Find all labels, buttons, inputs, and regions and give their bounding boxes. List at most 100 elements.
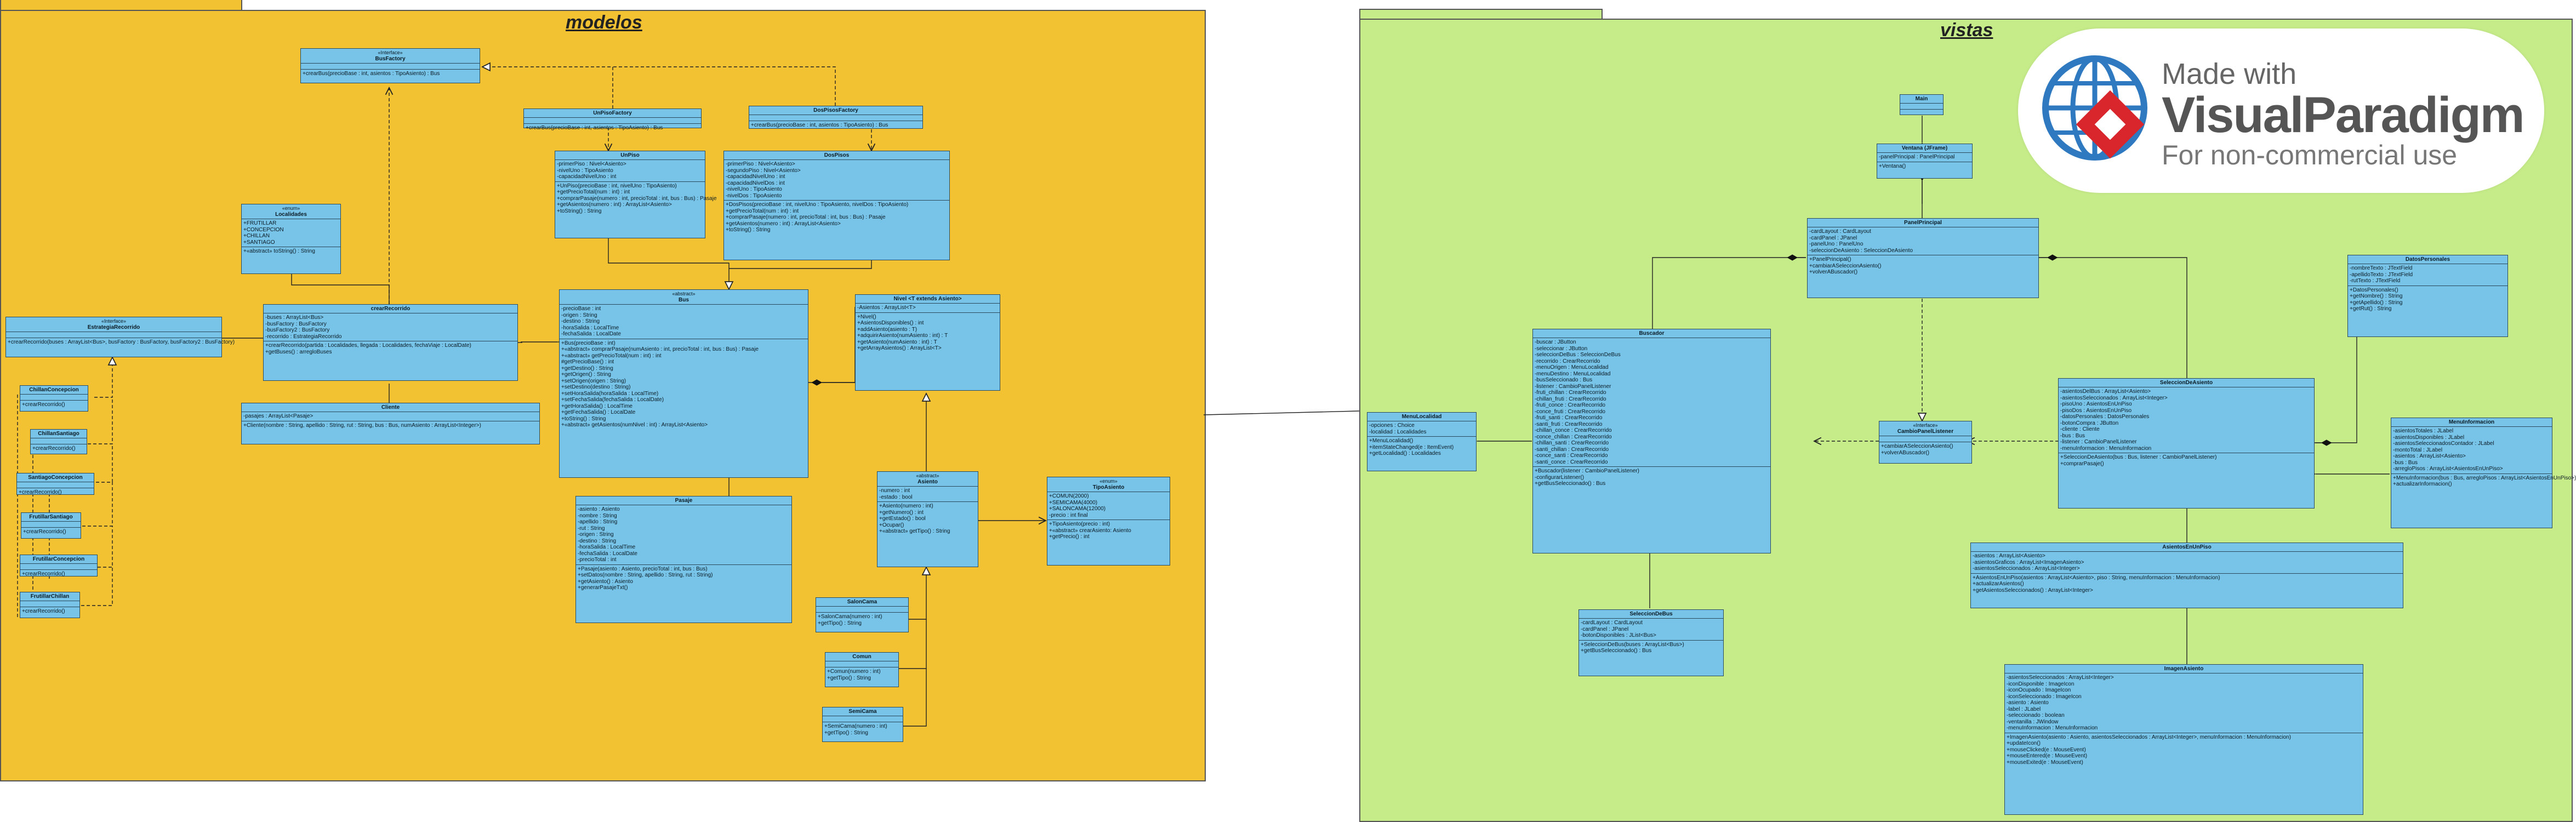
operation: +AsientosDisponibles() : int [857, 320, 924, 326]
attribute: -nombre : String [578, 512, 617, 519]
class-datos-personales[interactable]: DatosPersonales-nombreTexto : JTextField… [2347, 255, 2508, 337]
class-name: DosPisosFactory [813, 107, 858, 113]
class-attributes [749, 115, 922, 121]
class-salon-cama[interactable]: SalonCama+SalonCama(numero : int)+getTip… [816, 597, 909, 632]
class-header: SeleccionDeBus [1579, 610, 1723, 619]
class-operations: +DatosPersonales()+getNombre() : String+… [2348, 286, 2507, 313]
class-panel-principal[interactable]: PanelPrincipal-cardLayout : CardLayout-c… [1807, 218, 2039, 298]
class-semi-cama[interactable]: SemiCama+SemiCama(numero : int)+getTipo(… [822, 707, 903, 742]
attribute: -nivelDos : TipoAsiento [726, 192, 782, 199]
operation: +adquirirAsiento(numAsiento : int) : T [857, 333, 948, 339]
class-menu-localidad[interactable]: MenuLocalidad-opciones : Choice-localida… [1367, 412, 1477, 471]
class-header: FrutillarChillan [20, 592, 79, 601]
attribute: -asientos : ArrayList<Asiento> [1973, 553, 2045, 559]
attribute: -pisoDos : AsientosEnUnPiso [2060, 407, 2132, 414]
class-un-piso-factory[interactable]: UnPisoFactory+crearBus(precioBase : int,… [523, 109, 702, 131]
vistas-package-tab [1359, 9, 1603, 21]
operation: +comprarPasaje() [2060, 460, 2104, 467]
attribute: -asientosDelBus : ArrayList<Asiento> [2060, 389, 2151, 395]
attribute: -seleccionDeAsiento : SeleccionDeAsiento [1809, 247, 1913, 254]
class-attributes [31, 438, 87, 444]
class-imagen-asiento[interactable]: ImagenAsiento-asientosSeleccionados : Ar… [2004, 664, 2363, 815]
class-frutillar-concepcion[interactable]: FrutillarConcepcion+crearRecorrido() [20, 555, 98, 577]
class-chillan-concepcion[interactable]: ChillanConcepcion+crearRecorrido() [20, 385, 88, 412]
operation: +crearRecorrido() [19, 489, 62, 495]
class-comun[interactable]: Comun+Comun(numero : int)+getTipo() : St… [825, 652, 899, 687]
class-operations: +Nivel()+AsientosDisponibles() : int+add… [856, 313, 1000, 353]
class-bus-factory[interactable]: «Interface»BusFactory+crearBus(precioBas… [300, 48, 480, 83]
class-operations: +Comun(numero : int)+getTipo() : String [825, 667, 898, 682]
class-main[interactable]: Main [1900, 94, 1944, 115]
attribute: -capacidadNivelDos : int [726, 180, 785, 186]
class-bus[interactable]: «abstract»Bus-precioBase : int-origen : … [559, 289, 808, 478]
class-crear-recorrido[interactable]: crearRecorrido-buses : ArrayList<Bus>-bu… [263, 304, 518, 381]
class-chillan-santiago[interactable]: ChillanSantiago+crearRecorrido() [30, 429, 87, 454]
class-attributes: -asientosSeleccionados : ArrayList<Integ… [2005, 673, 2363, 733]
attribute: -iconOcupado : ImageIcon [2007, 687, 2071, 693]
class-pasaje[interactable]: Pasaje-asiento : Asiento-nombre : String… [575, 496, 792, 623]
operation: +crearBus(precioBase : int, asientos : T… [303, 71, 440, 77]
class-attributes: -numero : int-estado : bool [877, 487, 978, 502]
class-operations: +Cliente(nombre : String, apellido : Str… [242, 421, 539, 430]
attribute: -origen : String [561, 312, 597, 318]
class-dos-pisos[interactable]: DosPisos-primerPiso : Nivel<Asiento>-seg… [723, 151, 950, 260]
operation: +toString() : String [561, 415, 606, 422]
globe-icon [2042, 55, 2147, 161]
attribute: -horaSalida : LocalTime [578, 544, 636, 550]
operation: +crearRecorrido() [32, 446, 76, 452]
class-asientos-en-un-piso[interactable]: AsientosEnUnPiso-asientos : ArrayList<As… [1970, 543, 2403, 608]
class-name: CambioPanelListener [1897, 429, 1954, 435]
class-operations: +crearRecorrido() [20, 401, 88, 409]
class-santiago-concepcion[interactable]: SantiagoConcepcion+crearRecorrido() [16, 473, 94, 495]
class-attributes [6, 332, 221, 338]
class-header: Pasaje [576, 496, 791, 505]
attribute: -origen : String [578, 532, 614, 538]
class-seleccion-de-bus[interactable]: SeleccionDeBus-cardLayout : CardLayout-c… [1578, 609, 1724, 676]
class-header: «abstract»Asiento [877, 472, 978, 487]
class-cambio-panel-listener[interactable]: «Interface»CambioPanelListener+cambiarAS… [1879, 421, 1972, 464]
class-dos-pisos-factory[interactable]: DosPisosFactory+crearBus(precioBase : in… [749, 106, 923, 129]
class-name: MenuInformacion [2448, 419, 2495, 425]
class-name: EstrategiaRecorrido [87, 324, 140, 330]
class-frutillar-santiago[interactable]: FrutillarSantiago+crearRecorrido() [21, 512, 81, 539]
operation: +getBusSeleccionado() : Bus [1535, 481, 1606, 487]
operation: +cambiarASeleccionAsiento() [1809, 262, 1882, 269]
class-operations: +ImagenAsiento(asiento : Asiento, asient… [2005, 733, 2363, 767]
class-tipo-asiento[interactable]: «enum»TipoAsiento+COMUN(2000)+SEMICAMA(4… [1047, 477, 1170, 566]
class-ventana[interactable]: Ventana (JFrame)-panelPrincipal : PanelP… [1877, 144, 1973, 179]
operation: +MenuLocalidad() [1369, 438, 1414, 444]
attribute: -menuInformacion : MenuInformacion [2060, 445, 2152, 452]
vistas-package-title: vistas [1940, 20, 1993, 41]
class-frutillar-chillan[interactable]: FrutillarChillan+crearRecorrido() [20, 592, 80, 618]
attribute: +CONCEPCION [243, 226, 284, 233]
class-asiento[interactable]: «abstract»Asiento-numero : int-estado : … [877, 471, 978, 567]
class-menu-informacion[interactable]: MenuInformacion-asientosTotales : JLabel… [2391, 418, 2576, 528]
class-localidades[interactable]: «enum»Localidades+FRUTILLAR+CONCEPCION+C… [241, 204, 341, 274]
class-buscador[interactable]: Buscador-buscar : JButton-seleccionar : … [1532, 329, 1771, 553]
class-operations [1900, 110, 1943, 115]
class-header: DosPisosFactory [749, 106, 922, 115]
operation: +volverABuscador() [1809, 269, 1858, 275]
class-header: SeleccionDeAsiento [2059, 379, 2314, 387]
operation: +comprarPasaje(numero : int, precioTotal… [557, 195, 717, 202]
attribute: -listener : CambioPanelListener [1535, 383, 1611, 390]
operation: +getTipo() : String [824, 729, 868, 736]
class-operations: +DosPisos(precioBase : int, nivelUno : T… [724, 201, 949, 235]
class-nivel[interactable]: Nivel <T extends Asiento> -Asientos : Arr… [855, 294, 1000, 391]
class-cliente[interactable]: Cliente-pasajes : ArrayList<Pasaje>+Clie… [241, 403, 540, 444]
class-name: Nivel <T extends Asiento> [893, 296, 962, 302]
attribute: -cliente : Cliente [2060, 426, 2100, 432]
attribute: -nivelUno : TipoAsiento [557, 167, 613, 174]
class-seleccion-de-asiento[interactable]: SeleccionDeAsiento -asientosDelBus : Arra… [2058, 378, 2315, 509]
class-operations: +Buscador(listener : CambioPanelListener… [1533, 467, 1770, 488]
class-attributes [524, 118, 701, 124]
operation: +«abstract» getPrecioTotal(num : int) : … [561, 352, 662, 359]
operation: +generarPasajeTxt() [578, 585, 628, 591]
class-estrategia-recorrido[interactable]: «Interface»EstrategiaRecorrido+crearReco… [5, 317, 235, 357]
attribute: -Asientos : ArrayList<T> [857, 305, 916, 311]
class-operations: +AsientosEnUnPiso(asientos : ArrayList<A… [1971, 574, 2403, 595]
attribute: +SANTIAGO [243, 239, 275, 246]
attribute: -cardLayout : CardLayout [1581, 620, 1643, 626]
class-header: AsientosEnUnPiso [1971, 543, 2403, 552]
class-un-piso[interactable]: UnPiso-primerPiso : Nivel<Asiento>-nivel… [555, 151, 717, 238]
